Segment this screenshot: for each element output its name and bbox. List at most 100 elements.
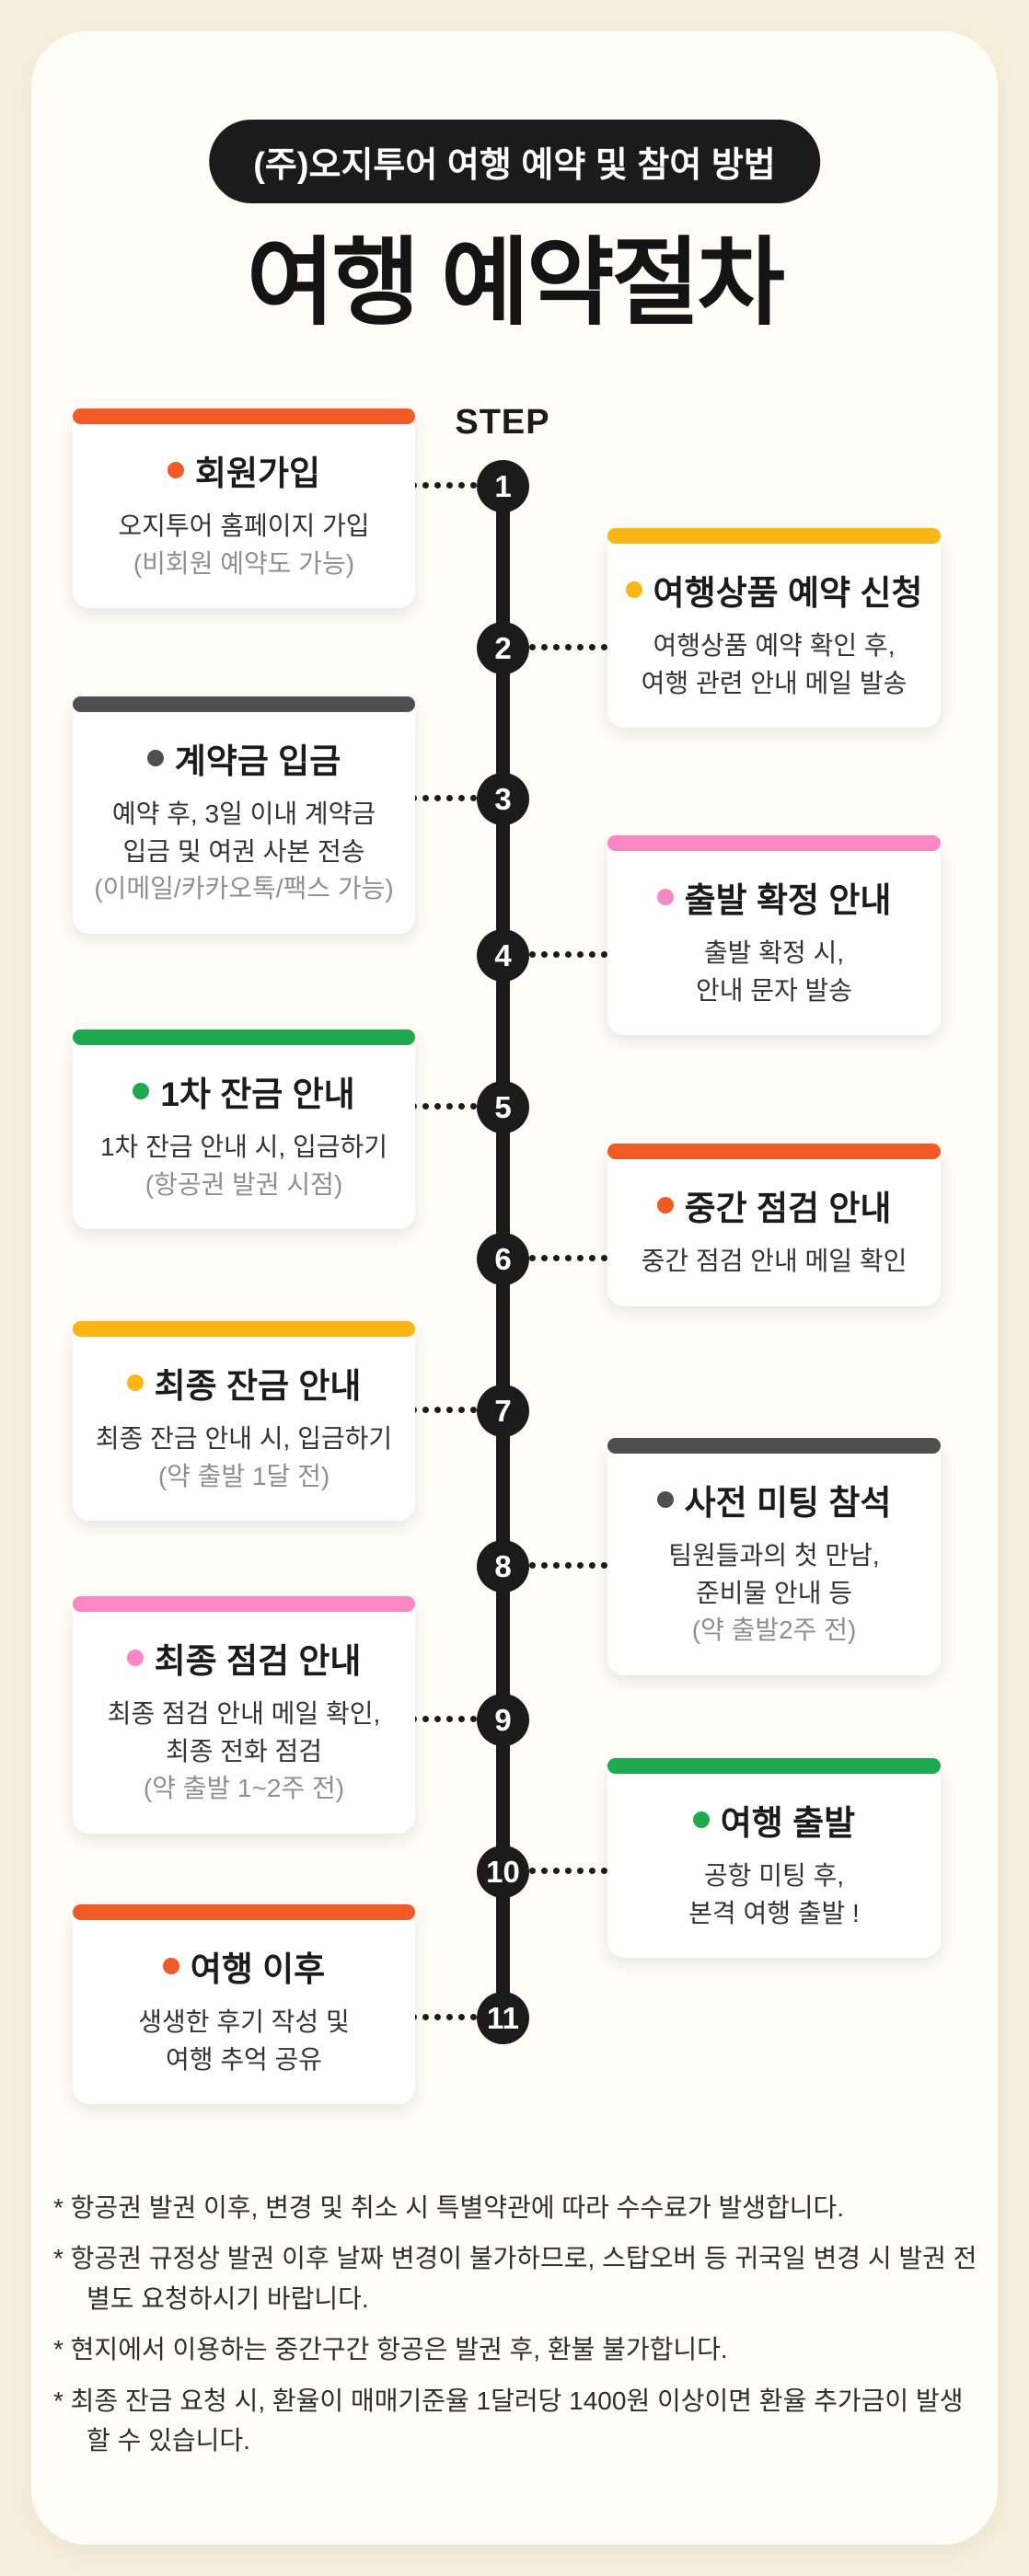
note-2: * 항공권 규정상 발권 이후 날짜 변경이 불가하므로, 스탑오버 등 귀국일… (53, 2244, 977, 2313)
step-title-text: 계약금 입금 (174, 742, 341, 780)
step-card-title: 사전 미팅 참석 (620, 1475, 928, 1524)
bullet-dot-icon (162, 1958, 179, 1974)
body-line: 여행상품 예약 확인 후, (653, 631, 896, 660)
connector-dots-3 (410, 795, 477, 801)
step-title-text: 여행 이후 (190, 1950, 326, 1988)
step-card-7: 최종 잔금 안내 최종 잔금 안내 시, 입금하기 (약 출발 1달 전) (73, 1321, 415, 1522)
step-card-title: 1차 잔금 안내 (86, 1066, 402, 1116)
body-line: (비회원 예약도 가능) (133, 548, 355, 578)
step-card-11: 여행 이후 생생한 후기 작성 및 여행 추억 공유 (73, 1904, 415, 2105)
step-title-text: 최종 점검 안내 (154, 1642, 362, 1680)
step-card-title: 회원가입 (86, 445, 402, 495)
step-card-8: 사전 미팅 참석 팀원들과의 첫 만남, 준비물 안내 등 (약 출발2주 전) (607, 1438, 941, 1675)
bullet-dot-icon (126, 1650, 144, 1666)
step-circle-4: 4 (477, 929, 529, 982)
card-color-bar (73, 408, 415, 424)
connector-dots-11 (410, 2014, 477, 2020)
body-line: 안내 문자 발송 (695, 975, 853, 1005)
header-badge: (주)오지투어 여행 예약 및 참여 방법 (209, 120, 820, 203)
step-circle-2: 2 (477, 622, 529, 674)
body-line: 1차 잔금 안내 시, 입금하기 (99, 1133, 388, 1161)
body-line: 본격 여행 출발 ! (688, 1898, 860, 1927)
step-card-5: 1차 잔금 안내 1차 잔금 안내 시, 입금하기 (항공권 발권 시점) (73, 1029, 415, 1230)
step-title-text: 회원가입 (194, 454, 321, 492)
body-line: 예약 후, 3일 이내 계약금 (111, 799, 376, 828)
connector-dots-8 (529, 1562, 607, 1569)
step-card-body: 중간 점검 안내 메일 확인 (620, 1243, 928, 1281)
step-column-label: STEP (455, 403, 550, 442)
step-title-text: 여행상품 예약 신청 (653, 574, 923, 612)
body-line: 입금 및 여권 사본 전송 (122, 836, 365, 866)
step-card-title: 여행 이후 (86, 1941, 402, 1991)
card-color-bar (73, 1029, 415, 1045)
note-4: * 최종 잔금 요청 시, 환율이 매매기준율 1달러당 1400원 이상이면 … (53, 2386, 964, 2455)
step-title-text: 사전 미팅 참석 (684, 1484, 892, 1522)
body-line: (이메일/카카오톡/팩스 가능) (94, 874, 394, 903)
step-card-6: 중간 점검 안내 중간 점검 안내 메일 확인 (607, 1144, 941, 1306)
card-color-bar (73, 1321, 415, 1337)
step-card-body: 예약 후, 3일 이내 계약금 입금 및 여권 사본 전송 (이메일/카카오톡/… (86, 796, 402, 908)
step-title-text: 1차 잔금 안내 (160, 1075, 355, 1113)
body-line: 준비물 안내 등 (695, 1578, 853, 1607)
body-line: (약 출발2주 전) (691, 1616, 857, 1645)
footer-notes: * 항공권 발권 이후, 변경 및 취소 시 특별약관에 따라 수수료가 발생합… (53, 2188, 978, 2471)
connector-dots-1 (410, 482, 477, 489)
step-card-3: 계약금 입금 예약 후, 3일 이내 계약금 입금 및 여권 사본 전송 (이메… (73, 696, 415, 934)
page-title: 여행 예약절차 (247, 230, 785, 337)
body-line: (항공권 발권 시점) (145, 1169, 343, 1199)
bullet-dot-icon (126, 1374, 144, 1391)
step-card-title: 여행상품 예약 신청 (620, 565, 928, 615)
card-color-bar (607, 1758, 941, 1774)
step-card-body: 오지투어 홈페이지 가입 (비회원 예약도 가능) (86, 508, 402, 582)
step-title-text: 출발 확정 안내 (684, 881, 892, 919)
body-line: 생생한 후기 작성 및 (138, 2007, 350, 2036)
step-circle-8: 8 (477, 1540, 529, 1593)
card-color-bar (607, 1144, 941, 1159)
body-line: (약 출발 1달 전) (157, 1461, 330, 1490)
bullet-dot-icon (692, 1811, 710, 1828)
step-title-text: 중간 점검 안내 (684, 1190, 892, 1227)
body-line: 여행 관련 안내 메일 발송 (641, 668, 908, 697)
step-card-9: 최종 점검 안내 최종 점검 안내 메일 확인, 최종 전화 점검 (약 출발 … (73, 1596, 415, 1834)
step-circle-11: 11 (477, 1992, 529, 2044)
card-color-bar (73, 696, 415, 712)
connector-dots-10 (529, 1868, 607, 1874)
step-card-body: 1차 잔금 안내 시, 입금하기 (항공권 발권 시점) (86, 1129, 402, 1203)
step-circle-6: 6 (477, 1233, 529, 1285)
body-line: 출발 확정 시, (703, 938, 845, 967)
bullet-dot-icon (167, 462, 184, 478)
bullet-dot-icon (656, 1491, 674, 1508)
step-card-body: 최종 점검 안내 메일 확인, 최종 전화 점검 (약 출발 1~2주 전) (86, 1696, 402, 1808)
body-line: 중간 점검 안내 메일 확인 (641, 1247, 908, 1275)
step-card-1: 회원가입 오지투어 홈페이지 가입 (비회원 예약도 가능) (73, 408, 415, 609)
step-card-body: 생생한 후기 작성 및 여행 추억 공유 (86, 2004, 402, 2078)
card-color-bar (607, 835, 941, 851)
step-circle-9: 9 (477, 1694, 529, 1746)
note-3: * 현지에서 이용하는 중간구간 항공은 발권 후, 환불 불가합니다. (53, 2335, 728, 2364)
step-circle-10: 10 (477, 1846, 529, 1898)
step-card-4: 출발 확정 안내 출발 확정 시, 안내 문자 발송 (607, 835, 941, 1036)
body-line: 여행 추억 공유 (165, 2044, 323, 2074)
bullet-dot-icon (625, 581, 642, 598)
body-line: 팀원들과의 첫 만남, (668, 1541, 880, 1570)
step-card-title: 여행 출발 (620, 1795, 928, 1845)
body-line: 최종 점검 안내 메일 확인, (107, 1699, 381, 1728)
step-card-title: 중간 점검 안내 (620, 1180, 928, 1230)
bullet-dot-icon (656, 889, 674, 905)
step-card-body: 여행상품 예약 확인 후, 여행 관련 안내 메일 발송 (620, 627, 928, 702)
connector-dots-4 (529, 951, 607, 958)
step-title-text: 여행 출발 (720, 1804, 856, 1842)
note-1: * 항공권 발권 이후, 변경 및 취소 시 특별약관에 따라 수수료가 발생합… (53, 2193, 845, 2222)
step-card-body: 팀원들과의 첫 만남, 준비물 안내 등 (약 출발2주 전) (620, 1537, 928, 1650)
step-circle-1: 1 (477, 460, 529, 512)
connector-dots-5 (410, 1103, 477, 1110)
step-card-title: 계약금 입금 (86, 733, 402, 783)
card-color-bar (607, 1438, 941, 1454)
step-card-body: 최종 잔금 안내 시, 입금하기 (약 출발 1달 전) (86, 1420, 402, 1495)
step-card-title: 최종 잔금 안내 (86, 1358, 402, 1408)
bullet-dot-icon (656, 1197, 674, 1213)
step-circle-3: 3 (477, 773, 529, 825)
body-line: 최종 전화 점검 (165, 1736, 323, 1765)
card-color-bar (73, 1596, 415, 1612)
